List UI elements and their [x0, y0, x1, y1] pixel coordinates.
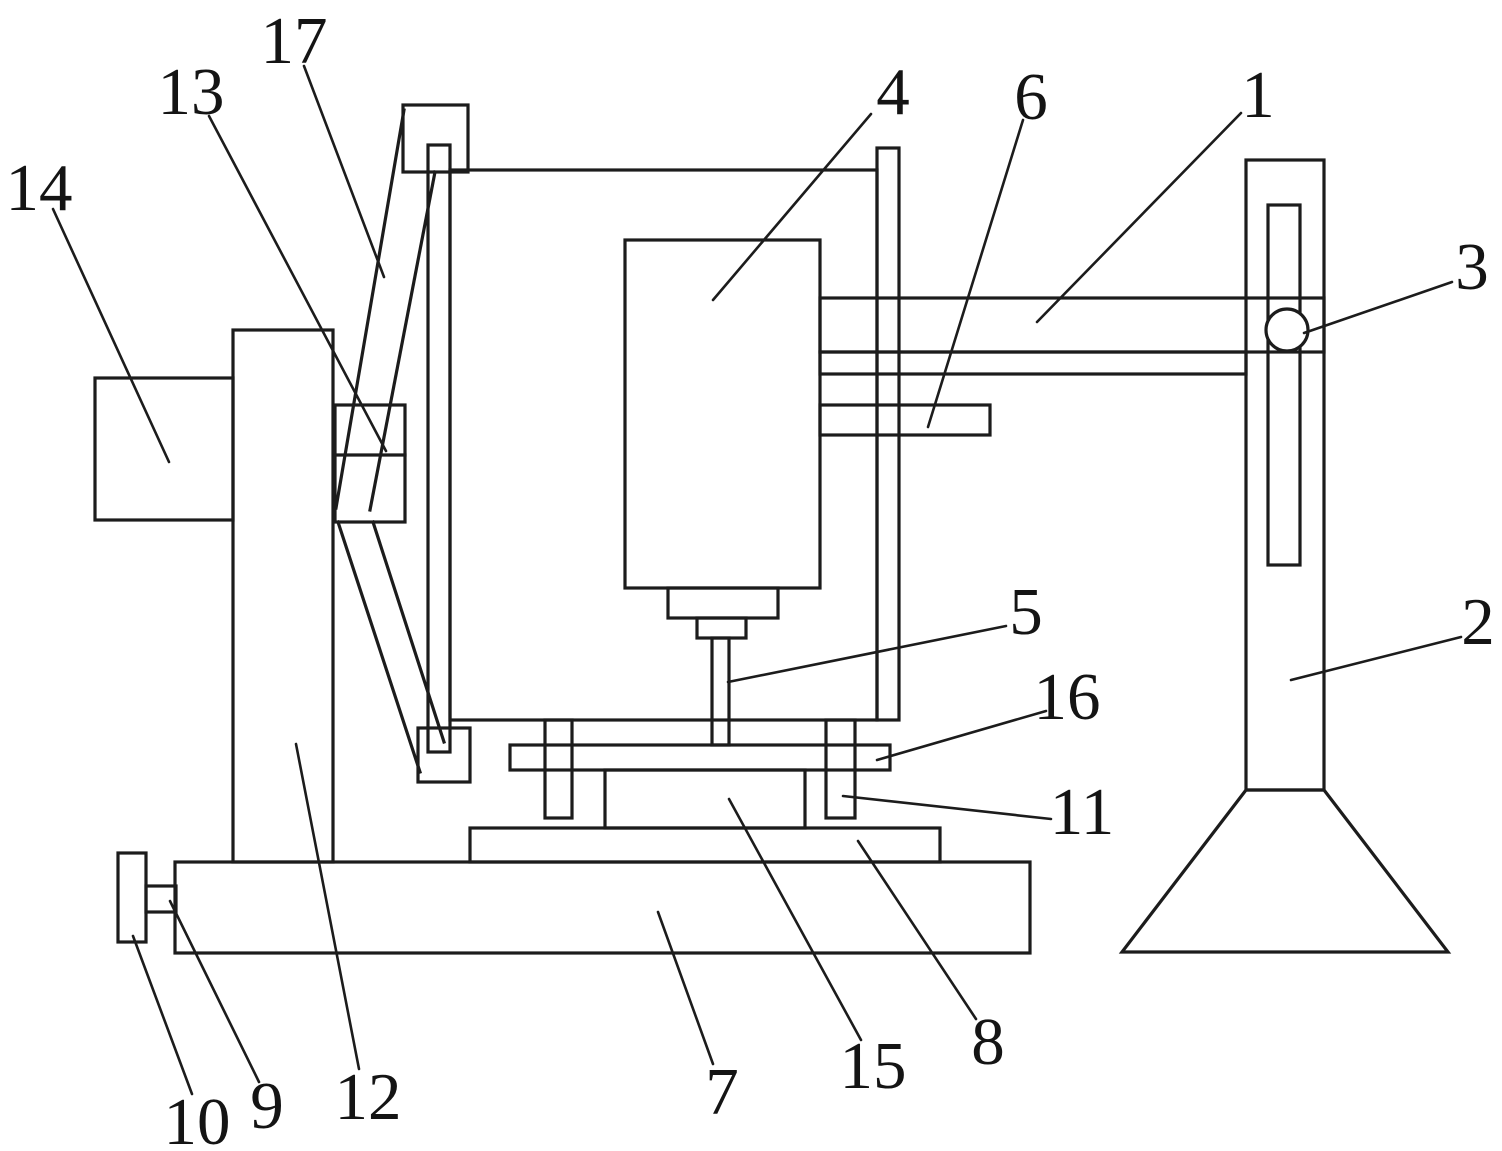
side-bracket-bar [818, 403, 992, 437]
side-motor-housing [93, 376, 235, 522]
bracket-upper-outer-edge [334, 108, 406, 510]
leader-line-14 [51, 207, 171, 464]
part-label-14: 14 [6, 151, 73, 225]
leader-line-15 [727, 797, 863, 1042]
drum-left-flange [426, 143, 452, 754]
stand-column [1244, 158, 1326, 792]
part-label-11: 11 [1050, 775, 1115, 849]
leader-line-1 [1035, 111, 1243, 324]
drum-body [448, 168, 879, 722]
leader-line-13 [207, 114, 388, 453]
leader-line-12 [294, 742, 361, 1071]
clamp-block [116, 851, 148, 944]
part-label-3: 3 [1455, 230, 1489, 304]
part-label-4: 4 [876, 55, 910, 129]
bracket-foot-plate [416, 726, 472, 784]
worktable-top-plate [508, 743, 892, 772]
part-label-7: 7 [705, 1055, 739, 1129]
bracket-top-plate [401, 103, 470, 174]
part-label-10: 10 [164, 1085, 231, 1151]
part-label-17: 17 [261, 4, 328, 78]
worktable-base-plate [468, 826, 942, 864]
part-label-2: 2 [1461, 585, 1495, 659]
part-label-6: 6 [1014, 60, 1048, 134]
part-label-12: 12 [335, 1060, 402, 1134]
leader-line-10 [131, 934, 194, 1096]
part-label-5: 5 [1009, 575, 1043, 649]
leader-line-2 [1289, 635, 1463, 682]
leader-line-3 [1302, 280, 1454, 335]
support-arm-lower-strip [818, 350, 1248, 376]
part-label-15: 15 [840, 1029, 907, 1103]
motor-step-upper [666, 586, 780, 620]
pivot-block [333, 403, 407, 524]
bracket-lower-inner-edge [370, 519, 447, 745]
leader-line-16 [875, 709, 1048, 762]
leader-line-5 [726, 624, 1008, 684]
part-label-1: 1 [1241, 58, 1275, 132]
bracket-upper-inner-edge [368, 170, 437, 512]
machine-column [231, 328, 335, 864]
leader-line-9 [168, 899, 261, 1084]
bracket-lower-outer-edge [335, 519, 423, 775]
support-arm [818, 296, 1326, 354]
stand-base [1118, 788, 1452, 954]
leader-line-7 [656, 910, 715, 1066]
leader-line-11 [841, 794, 1053, 821]
part-label-16: 16 [1034, 660, 1101, 734]
leader-line-4 [711, 112, 873, 302]
motor-step-lower [695, 616, 748, 640]
worktable-riser [603, 768, 807, 830]
machine-group [93, 103, 1452, 955]
leader-line-17 [302, 64, 386, 279]
stand-slot [1266, 203, 1302, 567]
leader-line-8 [856, 839, 978, 1021]
clamp-pin [144, 884, 178, 914]
part-label-8: 8 [971, 1005, 1005, 1079]
part-label-9: 9 [250, 1069, 284, 1143]
spindle-shaft [710, 636, 731, 747]
part-label-13: 13 [158, 55, 225, 129]
leader-line-6 [926, 118, 1025, 429]
inner-motor [623, 238, 822, 590]
adjuster-knob [1264, 307, 1310, 353]
